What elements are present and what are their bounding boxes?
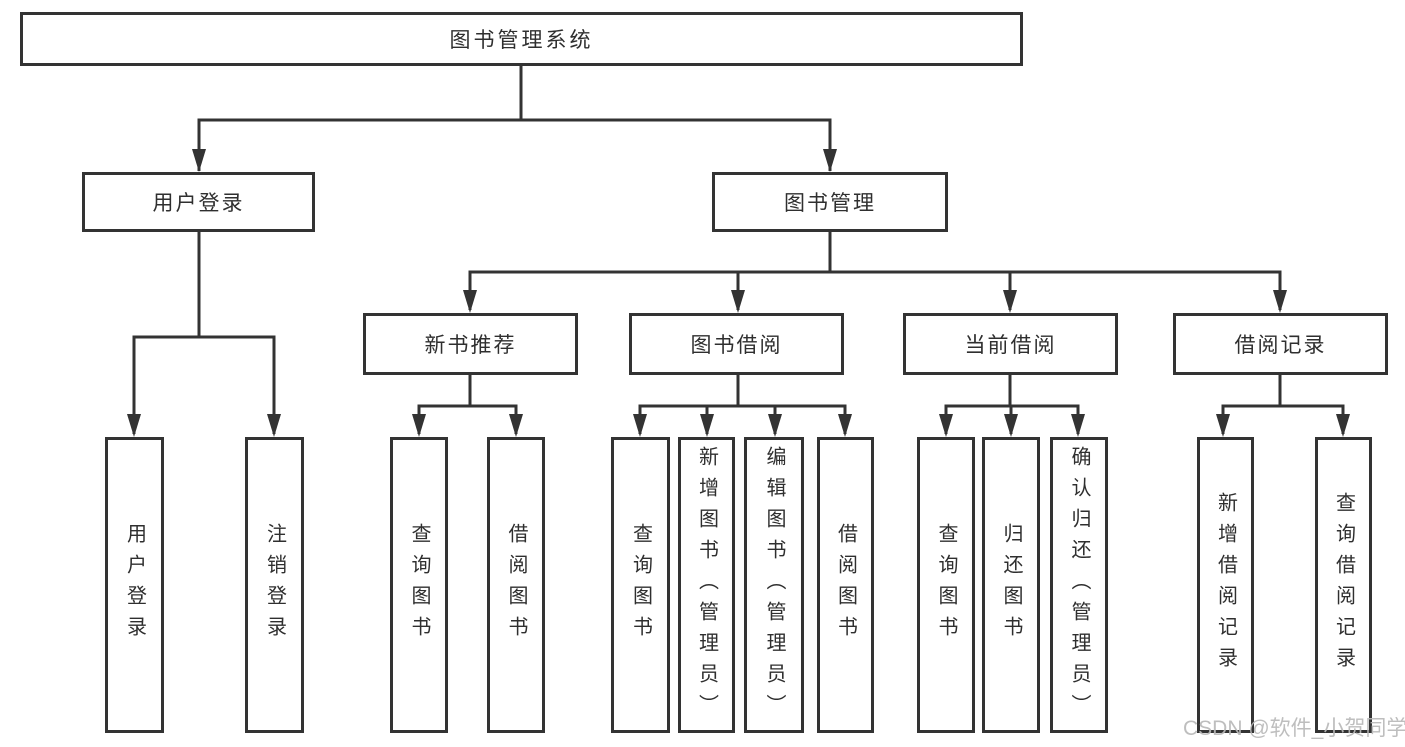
leaf-add-books-admin: 新增图书（管理员）	[678, 437, 735, 733]
node-new-book-recommend: 新书推荐	[363, 313, 578, 375]
leaf-query-books-3: 查询图书	[917, 437, 975, 733]
csdn-watermark: CSDN @软件_小贺同学	[1183, 717, 1405, 740]
leaf-borrow-books-2: 借阅图书	[817, 437, 874, 733]
node-root-system: 图书管理系统	[20, 12, 1023, 66]
arrowhead-icons	[127, 149, 1350, 437]
node-label: 查询借阅记录	[1332, 492, 1355, 678]
leaf-logout: 注销登录	[245, 437, 304, 733]
leaf-edit-books-admin: 编辑图书（管理员）	[744, 437, 804, 733]
leaf-query-borrow-record: 查询借阅记录	[1315, 437, 1372, 733]
node-user-login: 用户登录	[82, 172, 315, 232]
node-label: 查询图书	[935, 523, 957, 647]
node-label: 图书管理	[784, 192, 876, 215]
leaf-query-books-2: 查询图书	[611, 437, 670, 733]
leaf-add-borrow-record: 新增借阅记录	[1197, 437, 1254, 733]
leaf-user-login: 用户登录	[105, 437, 164, 733]
leaf-borrow-books-1: 借阅图书	[487, 437, 545, 733]
leaf-confirm-return-admin: 确认归还（管理员）	[1050, 437, 1108, 733]
node-label: 借阅图书	[505, 523, 527, 647]
node-label: 当前借阅	[964, 334, 1057, 357]
node-label: 用户登录	[123, 523, 146, 647]
node-label: 新增借阅记录	[1214, 492, 1237, 678]
leaf-return-books: 归还图书	[982, 437, 1040, 733]
node-book-management: 图书管理	[712, 172, 948, 232]
node-label: 图书管理系统	[449, 29, 594, 52]
node-label: 借阅图书	[834, 523, 857, 647]
node-label: 归还图书	[1000, 523, 1022, 647]
node-label: 注销登录	[263, 523, 286, 647]
node-borrow-records: 借阅记录	[1173, 313, 1388, 375]
node-label: 查询图书	[408, 523, 430, 647]
node-book-borrowing: 图书借阅	[629, 313, 844, 375]
node-label: 用户登录	[152, 192, 245, 215]
node-current-borrowing: 当前借阅	[903, 313, 1118, 375]
node-label: 新书推荐	[424, 334, 517, 357]
node-label: 图书借阅	[690, 334, 783, 357]
node-label: 确认归还（管理员）	[1068, 445, 1090, 725]
node-label: 查询图书	[629, 523, 652, 647]
node-label: 新增图书（管理员）	[695, 445, 718, 725]
node-label: 编辑图书（管理员）	[763, 445, 785, 725]
leaf-query-books-1: 查询图书	[390, 437, 448, 733]
node-label: 借阅记录	[1234, 334, 1327, 357]
